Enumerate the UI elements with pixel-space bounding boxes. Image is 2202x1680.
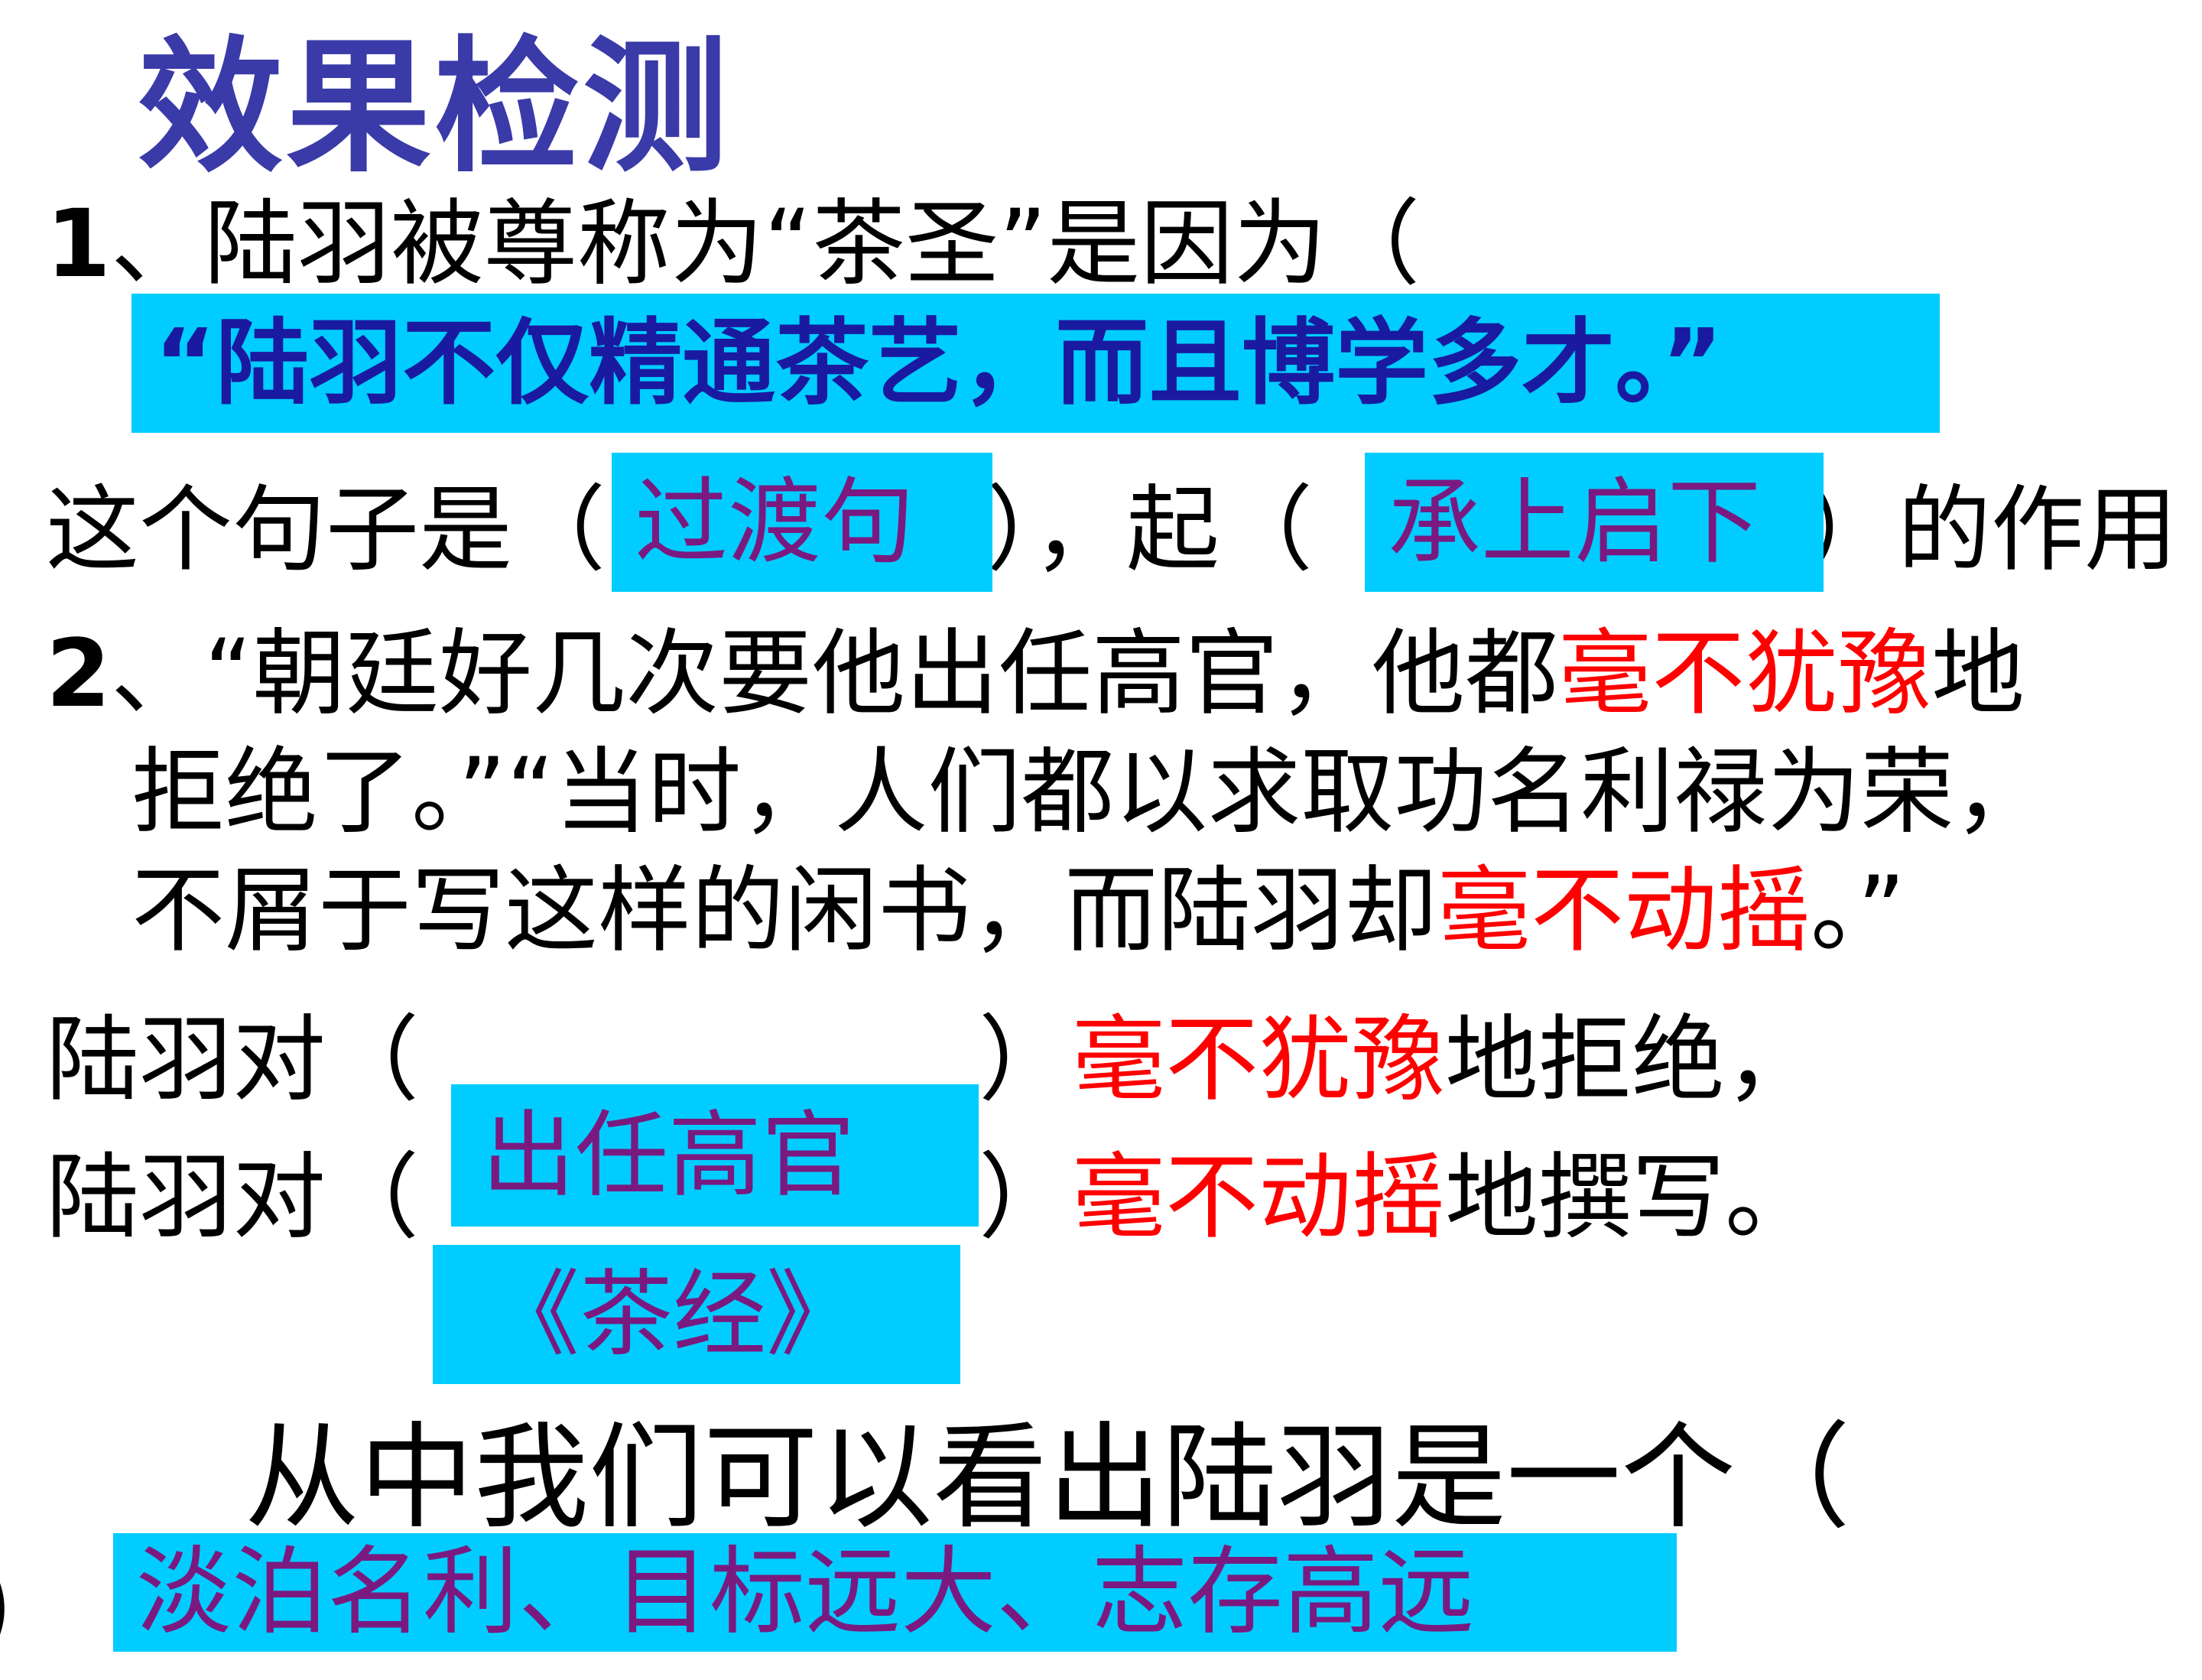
question-1-line-2-end: ）的作用 xyxy=(1804,476,2178,584)
fill-row-2-end: ）毫不动摇地撰写。 xyxy=(979,1151,1818,1244)
question-1-number: 1 xyxy=(46,190,111,298)
question-2-line-2: 拒绝了。”“当时，人们都以求取功名利禄为荣， xyxy=(132,738,2048,846)
fill-row-2-tail: 地撰写。 xyxy=(1445,1143,1818,1252)
answer-tea-classic: 《茶经》 xyxy=(486,1260,859,1369)
question-2-number: 2 xyxy=(46,619,111,728)
fill-row-1-close: ） xyxy=(979,1006,1072,1114)
fill-row-2-highlight: 毫不动摇 xyxy=(1072,1143,1445,1252)
answer-official: 出任高官 xyxy=(482,1101,855,1210)
highlight-hesitation: 毫不犹豫 xyxy=(1558,619,1932,728)
question-2-line-3-end: 。” xyxy=(1811,856,1906,965)
question-2-line-3-text: 不屑于写这样的闲书，而陆羽却 xyxy=(132,856,1437,965)
fill-row-1-tail: 地拒绝， xyxy=(1445,1006,1818,1114)
answer-tea-classic-box: 《茶经》 xyxy=(433,1245,960,1384)
question-1-line: 1、陆羽被尊称为“茶圣”是因为（ xyxy=(46,197,1420,291)
conclusion-answer-box: 淡泊名利、目标远大、志存高远 xyxy=(113,1533,1677,1652)
transition-sentence-answer: 过渡句 xyxy=(635,468,914,577)
question-2-line-1: 2、“朝廷好几次要他出任高官，他都毫不犹豫地 xyxy=(46,627,2025,720)
question-1-line-2-start: 这个句子是（ xyxy=(46,476,606,584)
transition-sentence-box: 过渡句 xyxy=(612,453,992,592)
conclusion-close-paren: ） xyxy=(0,1556,84,1671)
conclusion-prompt: 从中我们可以看出陆羽是一个（ xyxy=(245,1412,1851,1545)
fill-row-1-end: ）毫不犹豫地拒绝， xyxy=(979,1013,1818,1106)
question-2-line-1-text: 、“朝廷好几次要他出任高官，他都 xyxy=(110,619,1559,728)
highlight-unwavering: 毫不动摇 xyxy=(1437,856,1811,965)
fill-row-2-start: 陆羽对（ xyxy=(46,1143,419,1252)
question-1-prompt: 、陆羽被尊称为“茶圣”是因为（ xyxy=(110,190,1421,298)
question-1-answer-box: “陆羽不仅精通茶艺，而且博学多才。” xyxy=(132,294,1940,433)
question-1-answer: “陆羽不仅精通茶艺，而且博学多才。” xyxy=(154,309,1723,418)
function-answer: 承上启下 xyxy=(1388,468,1761,577)
slide-title: 效果检测 xyxy=(138,21,732,192)
fill-row-1-start: 陆羽对（ xyxy=(46,1006,419,1114)
question-1-line-2-mid: ），起（ xyxy=(986,476,1313,584)
fill-row-2-close: ） xyxy=(979,1143,1072,1252)
question-2-line-3: 不屑于写这样的闲书，而陆羽却毫不动摇。” xyxy=(132,864,1905,957)
question-2-line-1-end: 地 xyxy=(1931,619,2025,728)
conclusion-answer: 淡泊名利、目标远大、志存高远 xyxy=(136,1537,1474,1648)
function-box: 承上启下 xyxy=(1365,453,1824,592)
fill-row-1-highlight: 毫不犹豫 xyxy=(1072,1006,1445,1114)
answer-official-box: 出任高官 xyxy=(451,1084,979,1227)
